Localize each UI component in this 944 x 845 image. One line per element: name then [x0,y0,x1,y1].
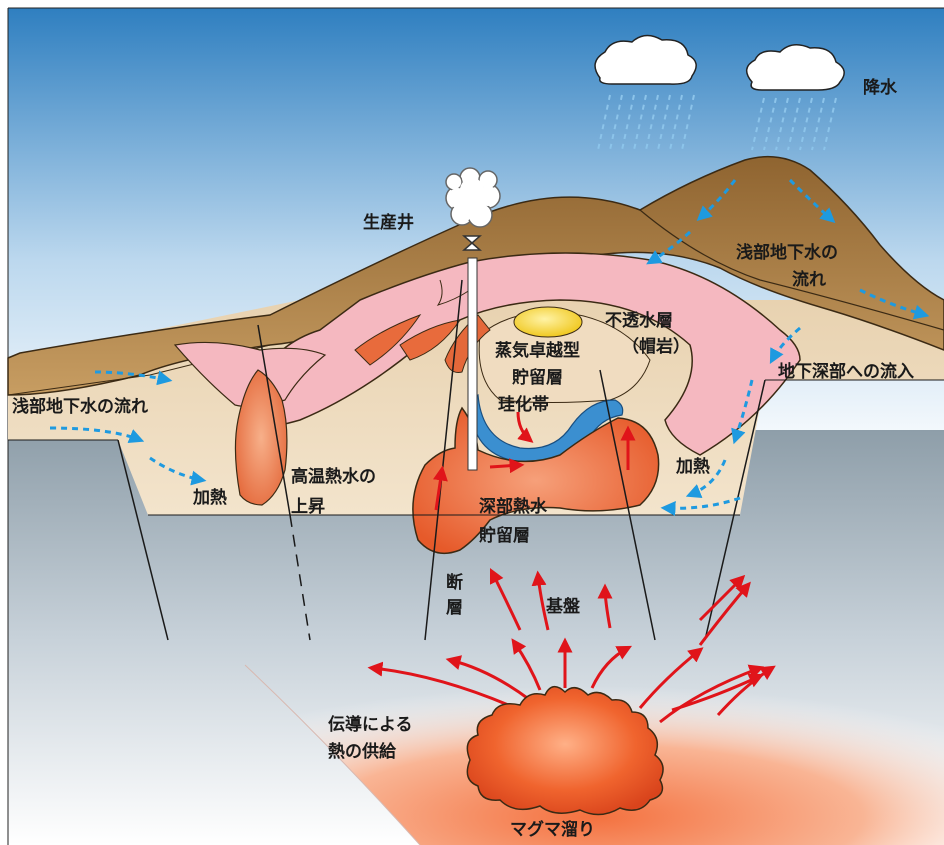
magma-chamber [466,686,664,816]
diagram-labels: 降水 生産井 浅部地下水の 流れ 不透水層 （帽岩） 蒸気卓越型 貯留層 珪化帯… [12,77,914,840]
label-vapor-reservoir-1: 蒸気卓越型 [495,340,580,361]
label-heating-left: 加熱 [192,487,227,508]
steam-cap-pocket [513,306,583,338]
well-valve-icon [462,235,482,251]
label-hot-water-rise-1: 高温熱水の [291,466,376,487]
label-hot-water-rise-2: 上昇 [291,497,325,517]
label-production-well: 生産井 [363,212,414,233]
production-well-pipe [467,257,478,471]
label-heating-right: 加熱 [675,456,710,477]
heat-flow-arrows [367,411,776,724]
label-shallow-groundwater-right-1: 浅部地下水の [736,242,838,263]
label-fault-2: 層 [446,598,463,618]
label-deep-reservoir-2: 貯留層 [479,525,530,546]
groundwater-flow-arrows [49,178,930,517]
label-deep-reservoir-1: 深部熱水 [479,496,548,517]
label-shallow-groundwater-left: 浅部地下水の流れ [12,396,148,417]
rain-lines [597,94,837,151]
label-impermeable-layer-2: （帽岩） [622,336,690,357]
cloud-icon-left [594,34,697,85]
label-shallow-groundwater-right-2: 流れ [792,269,826,290]
label-impermeable-layer-1: 不透水層 [605,310,673,331]
label-silicified-zone: 珪化帯 [498,394,549,415]
label-basement: 基盤 [545,596,581,617]
label-inflow-to-deep: 地下深部への流入 [778,361,914,382]
label-fault-1: 断 [446,572,463,593]
label-precipitation: 降水 [863,77,898,98]
label-magma-chamber: マグマ溜り [510,819,595,840]
cloud-icon-right [746,44,845,91]
label-conduction-2: 熱の供給 [328,741,397,762]
caprock-left-lobe [173,341,327,408]
fault-lines [8,279,944,641]
label-vapor-reservoir-2: 貯留層 [512,367,563,388]
label-conduction-1: 伝導による [328,714,413,735]
left-hot-water-plume [234,369,288,506]
